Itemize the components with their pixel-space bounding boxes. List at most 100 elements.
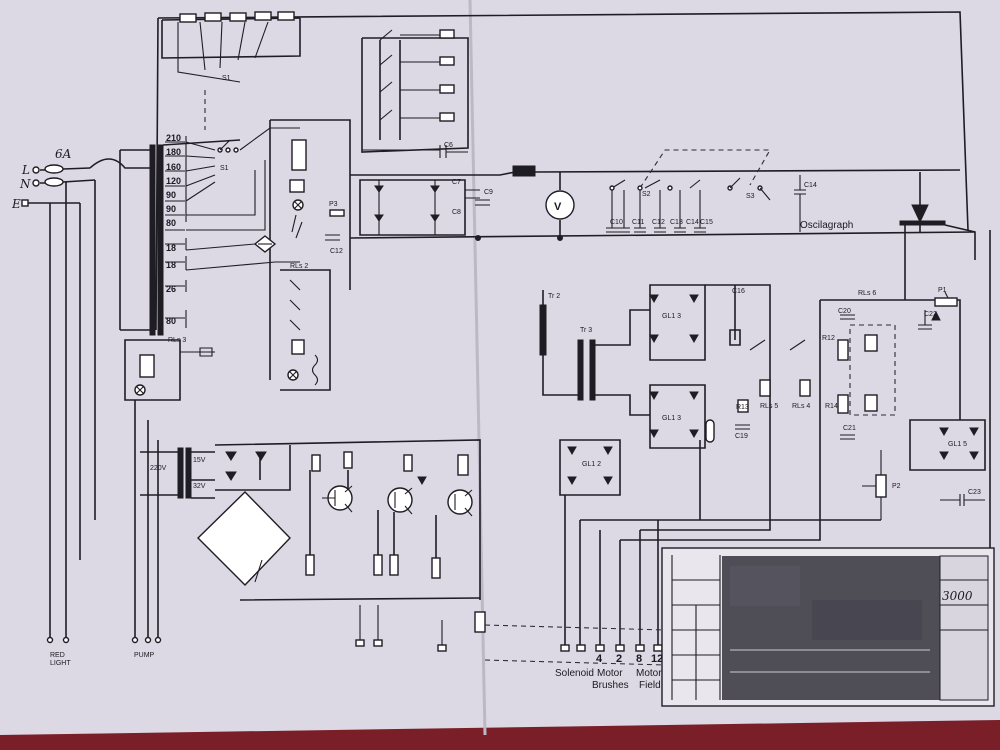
terminal-l: L: [21, 163, 30, 177]
c12-label: C12: [330, 248, 343, 255]
tap-label: 26: [166, 284, 176, 294]
c11-label: C11: [632, 219, 644, 226]
tr3-transformer: [577, 309, 650, 416]
rls3-label: RLs 3: [168, 337, 186, 344]
p2-label: P2: [892, 483, 901, 490]
s1-label: S1: [220, 165, 229, 172]
relay-rls6: [819, 299, 961, 450]
c21-label: C21: [843, 425, 856, 432]
bridge-gl1-3-a: [649, 284, 706, 361]
bridge-c7-c8: [359, 179, 490, 236]
small-transformer: [140, 447, 215, 499]
tap-label: 120: [166, 176, 181, 186]
gl2-label: GL1 2: [582, 461, 601, 468]
red-light-label-1: RED: [50, 652, 65, 659]
fuse-rating: 6A: [55, 147, 72, 161]
red-light-label-2: LIGHT: [50, 660, 71, 667]
left-output-terminals: [46, 400, 162, 644]
voltmeter: [545, 190, 575, 220]
top-resistor-chain: [161, 11, 301, 130]
tap-list: [165, 136, 187, 328]
output-number: 8: [636, 653, 642, 665]
c15-label: C15: [700, 219, 713, 226]
output-number: 2: [616, 653, 622, 665]
rls6-label: RLs 6: [858, 290, 876, 297]
title-handwritten: 3000: [942, 589, 973, 603]
gl3-label: GL1 3: [662, 313, 681, 320]
c16-label: C16: [732, 288, 745, 295]
p1-label: P1: [938, 287, 947, 294]
solenoid-label: Solenoid: [555, 668, 594, 679]
outer-frame: [155, 11, 991, 560]
tr2-transformer: [539, 290, 580, 396]
secondary-32v: 32V: [193, 483, 206, 490]
main-transformer: [119, 139, 241, 336]
tap-label: 90: [166, 190, 176, 200]
c14-label: C14: [686, 219, 699, 226]
terminal-strip: [355, 639, 663, 652]
c9-label: C9: [484, 189, 493, 196]
voltmeter-symbol: V: [554, 201, 562, 213]
tap-label: 180: [166, 147, 181, 157]
tr3-label: Tr 3: [580, 327, 592, 334]
capacitor-switch-ladder: [361, 29, 469, 158]
s1-top-label: S1: [222, 75, 231, 82]
capacitor-selector: [606, 149, 806, 233]
r13-label: R13: [736, 404, 749, 411]
relay-rls2: [280, 269, 331, 391]
c13-label: C13: [670, 219, 683, 226]
output-number: 12: [651, 653, 663, 665]
terminal-n: N: [19, 177, 31, 191]
c12b-label: C12: [652, 219, 665, 226]
s2-label: S2: [642, 191, 651, 198]
c19-label: C19: [735, 433, 748, 440]
c6-label: C6: [444, 142, 453, 149]
c8-label: C8: [452, 209, 461, 216]
bridge-gl1-3-b: [649, 384, 715, 449]
r14-label: R14: [825, 403, 838, 410]
tap-label: 18: [166, 243, 176, 253]
relay-block-upper: [269, 119, 351, 380]
selector-switch-s1: [185, 127, 300, 231]
relay-rls3: [124, 339, 215, 401]
c22-label: C22: [924, 311, 937, 318]
motor-field-label-1: Motor: [636, 668, 662, 679]
tap-label: 90: [166, 204, 176, 214]
c20-label: C20: [838, 308, 851, 315]
tr2-label: Tr 2: [548, 293, 560, 300]
tap-label: 18: [166, 260, 176, 270]
mains-input: [21, 158, 150, 640]
tap-label: 160: [166, 162, 181, 172]
rls5-label: RLs 5: [760, 403, 778, 410]
motor-brushes-label-1: Motor: [597, 668, 623, 679]
relay-rls5: [705, 284, 811, 440]
table-edge: [0, 720, 1000, 750]
motor-brushes-label-2: Brushes: [592, 680, 629, 691]
tap-label: 80: [166, 218, 176, 228]
c14b-label: C14: [804, 182, 817, 189]
s3-label: S3: [746, 193, 755, 200]
terminal-e: E: [11, 197, 21, 211]
secondary-15v: 15V: [193, 457, 206, 464]
c10-label: C10: [610, 219, 623, 226]
rectifier-diamond: [185, 235, 300, 271]
output-number: 4: [596, 653, 603, 665]
c23-label: C23: [968, 489, 981, 496]
rls2-label: RLs 2: [290, 263, 308, 270]
bridge-gl1-5: [862, 419, 986, 520]
transistor-control: [197, 439, 486, 633]
gl3b-label: GL1 3: [662, 415, 681, 422]
r12-label: R12: [822, 335, 835, 342]
motor-field-label-2: Field: [639, 680, 661, 691]
power-thyristor: [899, 172, 976, 300]
bridge-gl1-2: [559, 439, 621, 496]
tap-label: 210: [166, 133, 181, 143]
pot-p1: [918, 291, 958, 330]
pump-label: PUMP: [134, 652, 155, 659]
main-bus: [349, 165, 976, 241]
oscillograph-label: Oscilagraph: [800, 220, 853, 231]
gl5-label: GL1 5: [948, 441, 967, 448]
rls4b-label: RLs 4: [792, 403, 810, 410]
